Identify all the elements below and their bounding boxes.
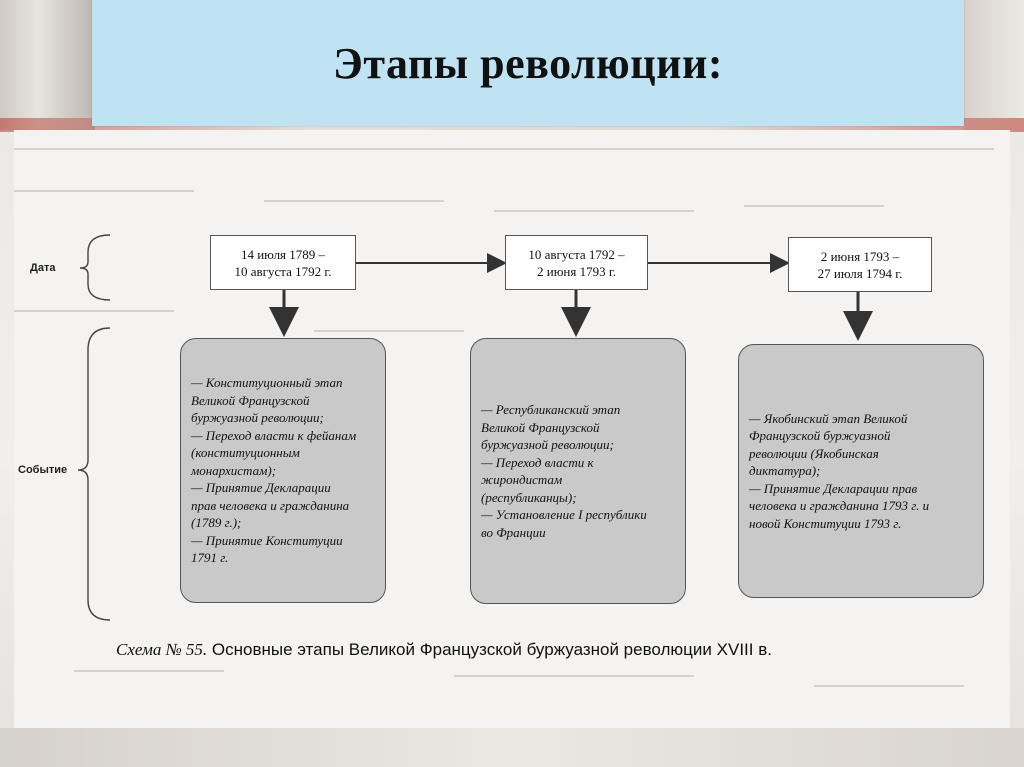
- caption-scheme-number: Схема № 55.: [116, 640, 208, 659]
- event-line: — Якобинский этап Великой: [749, 410, 908, 426]
- event-line: жирондистам: [481, 472, 563, 487]
- event-line: — Принятие Декларации прав: [749, 480, 918, 496]
- date-line: 2 июня 1793 г.: [537, 263, 616, 279]
- event-bracket: [77, 327, 111, 621]
- label-date: Дата: [30, 262, 56, 274]
- event-line: 1791 г.: [191, 550, 229, 566]
- event-line: (республиканцы);: [481, 489, 577, 505]
- date-line: 27 июля 1794 г.: [817, 265, 903, 281]
- event-line: буржуазной революции;: [481, 437, 614, 452]
- event-box-stage-2: — Республиканский этап Великой Французск…: [470, 338, 686, 604]
- event-line: человека и гражданина 1793 г. и: [749, 498, 930, 514]
- event-line: (1789 г.);: [191, 515, 242, 531]
- event-line: Французской буржуазной: [749, 428, 891, 444]
- event-line: революции (Якобинская: [749, 445, 879, 461]
- event-line: — Переход власти к фейанам: [191, 427, 357, 443]
- event-line: диктатура);: [749, 463, 821, 479]
- slide-title: Этапы революции:: [332, 38, 723, 88]
- date-box-stage-2: 10 августа 1792 – 2 июня 1793 г.: [505, 235, 648, 290]
- event-line: — Принятие Конституции: [191, 532, 343, 548]
- event-line: — Принятие Декларации: [191, 480, 331, 496]
- date-line: 10 августа 1792 г.: [234, 263, 332, 279]
- event-line: буржуазной революции;: [191, 410, 324, 426]
- event-line: новой Конституции 1793 г.: [749, 515, 902, 531]
- event-line: во Франции: [481, 524, 546, 540]
- date-line: 10 августа 1792 –: [528, 246, 625, 262]
- event-line: Великой Французской: [481, 419, 600, 435]
- background-bottom: [0, 728, 1024, 767]
- event-line: Великой Французской: [191, 392, 310, 408]
- event-line: — Конституционный этап: [191, 375, 343, 391]
- event-line: (конституционным: [191, 445, 300, 461]
- date-line: 2 июня 1793 –: [820, 248, 900, 264]
- event-line: — Установление I республики: [481, 507, 647, 522]
- event-box-stage-3: — Якобинский этап Великой Французской бу…: [738, 344, 984, 598]
- event-box-stage-1: — Конституционный этап Великой Французск…: [180, 338, 386, 603]
- event-line: прав человека и гражданина: [191, 497, 350, 513]
- date-bracket: [79, 234, 111, 301]
- background-left: [0, 0, 95, 130]
- date-box-stage-1: 14 июля 1789 – 10 августа 1792 г.: [210, 235, 356, 290]
- event-line: монархистам);: [191, 462, 277, 478]
- event-line: — Республиканский этап: [481, 402, 621, 417]
- caption-text: Основные этапы Великой Французской буржу…: [211, 640, 772, 659]
- event-line: — Переход власти к: [481, 454, 594, 470]
- title-banner: Этапы революции:: [92, 0, 964, 126]
- date-line: 14 июля 1789 –: [240, 246, 326, 262]
- date-box-stage-3: 2 июня 1793 – 27 июля 1794 г.: [788, 237, 932, 292]
- scheme-caption: Схема № 55. Основные этапы Великой Франц…: [116, 640, 772, 660]
- background-right: [964, 0, 1024, 130]
- label-event: Событие: [18, 464, 68, 476]
